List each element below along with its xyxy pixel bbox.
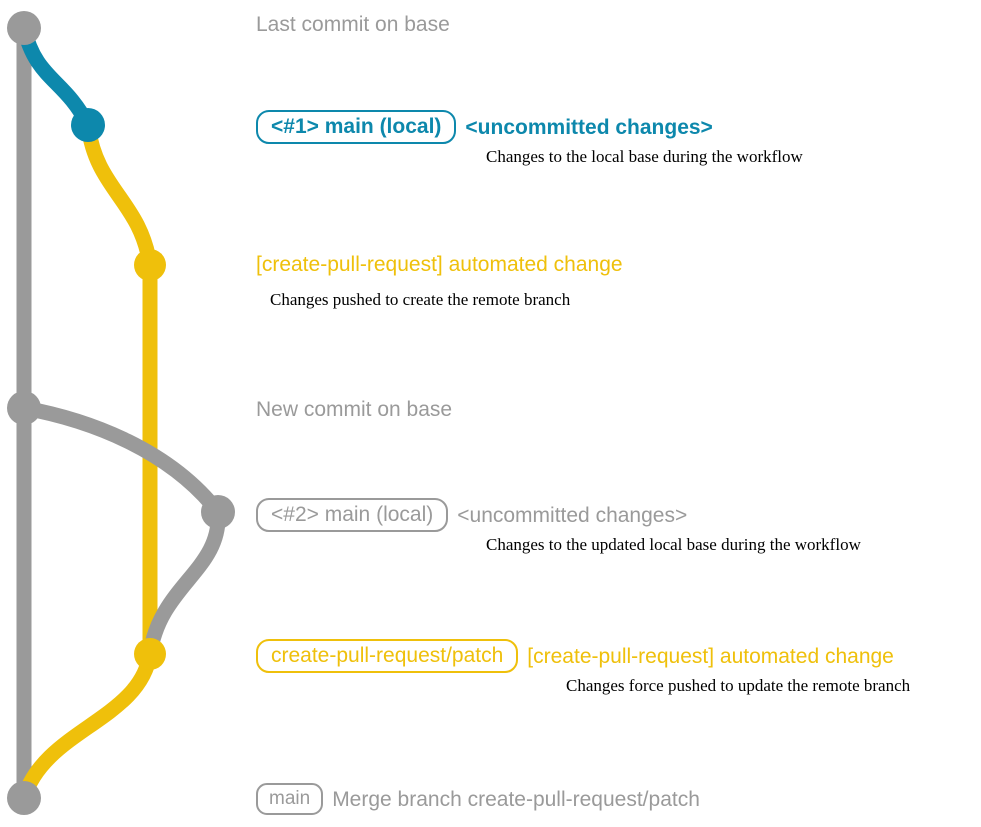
branch-badge-create-pull-request-patch[interactable]: create-pull-request/patch [256,639,519,673]
branch-badge-main[interactable]: main [256,783,324,815]
commit-node-local-1[interactable] [71,108,105,142]
commit-description-local-1: Changes to the local base during the wor… [486,147,803,166]
branch-badge-main-local-1[interactable]: <#1> main (local) [256,110,457,144]
branch-edge-local1-to-remote1 [80,117,158,273]
commit-message-remote-1: [create-pull-request] automated change [256,253,623,276]
commit-node-base-last[interactable] [7,11,41,45]
commit-message-local-1: <uncommitted changes> [465,115,713,139]
commit-message-base-last: Last commit on base [256,13,450,36]
commit-row-remote-1: [create-pull-request] automated change [256,254,623,275]
branch-edge-remote2-to-merge [16,646,158,806]
commit-description-local-2: Changes to the updated local base during… [486,535,861,554]
commit-node-remote-2[interactable] [134,638,166,670]
commit-node-remote-1[interactable] [134,249,166,281]
branch-badge-main-local-2[interactable]: <#2> main (local) [256,498,449,532]
commit-row-base-last: Last commit on base [256,14,450,35]
commit-message-merge: Merge branch create-pull-request/patch [332,787,700,811]
commit-node-merge[interactable] [7,781,41,815]
commit-message-base-new: New commit on base [256,398,453,421]
commit-row-merge: main Merge branch create-pull-request/pa… [256,783,700,815]
commit-node-local-2[interactable] [201,495,235,529]
branch-edge-base-to-local2 [16,400,226,520]
commit-description-remote-1: Changes pushed to create the remote bran… [270,290,571,309]
branch-edge-local2-to-remote2 [142,504,226,662]
commit-message-remote-2: [create-pull-request] automated change [527,644,894,668]
commit-node-base-new[interactable] [7,391,41,425]
commit-row-remote-2: create-pull-request/patch [create-pull-r… [256,639,894,673]
commit-row-local-2: <#2> main (local) <uncommitted changes> [256,498,687,532]
commit-message-local-2: <uncommitted changes> [457,503,688,527]
commit-description-remote-2: Changes force pushed to update the remot… [566,676,911,695]
commit-row-local-1: <#1> main (local) <uncommitted changes> [256,110,713,144]
commit-row-base-new: New commit on base [256,399,452,420]
